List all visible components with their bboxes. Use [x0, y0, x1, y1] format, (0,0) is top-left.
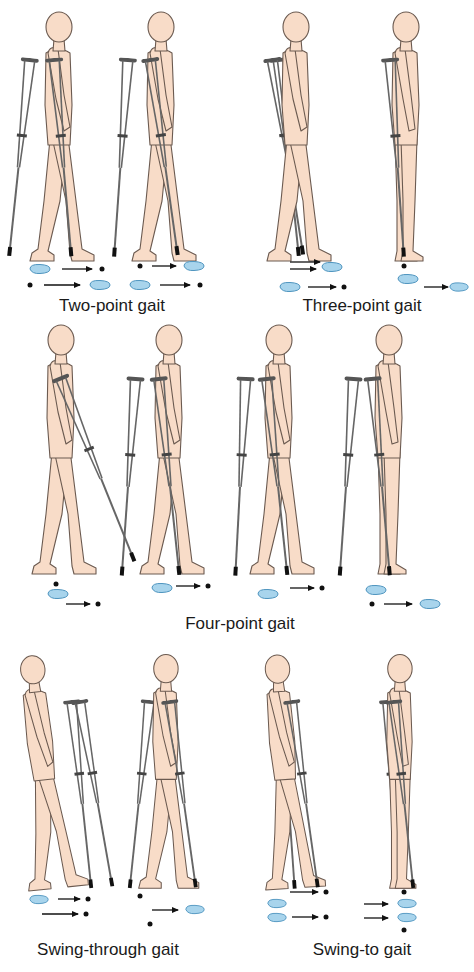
gait-label: Four-point gait: [185, 614, 295, 634]
two-point-footprints: [28, 261, 205, 289]
swing-to-figures: [249, 653, 420, 890]
swing-to-footprints: [268, 890, 416, 933]
gait-label: Swing-through gait: [37, 940, 179, 960]
four-point-footprints: [48, 582, 440, 609]
three-point-figures: [265, 12, 423, 261]
swing-through-figures: [4, 652, 202, 891]
four-point-figures: [32, 325, 406, 576]
two-point-figures: [2, 12, 196, 261]
swing-through-footprints: [30, 894, 204, 927]
gait-label: Three-point gait: [302, 296, 421, 316]
gait-label: Swing-to gait: [313, 940, 411, 960]
gait-label: Two-point gait: [59, 296, 165, 316]
three-point-footprints: [280, 262, 468, 292]
